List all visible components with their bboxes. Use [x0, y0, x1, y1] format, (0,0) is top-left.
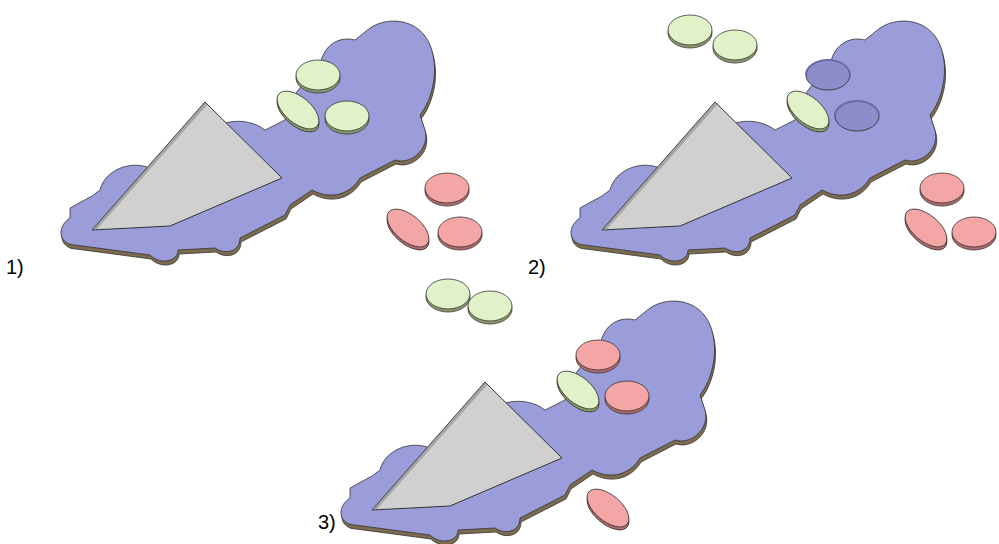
callout-number: 2) — [528, 257, 546, 277]
callout-number: 1) — [6, 257, 24, 277]
callout-number: 3) — [318, 512, 336, 532]
panel-two — [571, 15, 996, 265]
panel-one — [61, 21, 482, 265]
panel-three — [341, 279, 716, 544]
